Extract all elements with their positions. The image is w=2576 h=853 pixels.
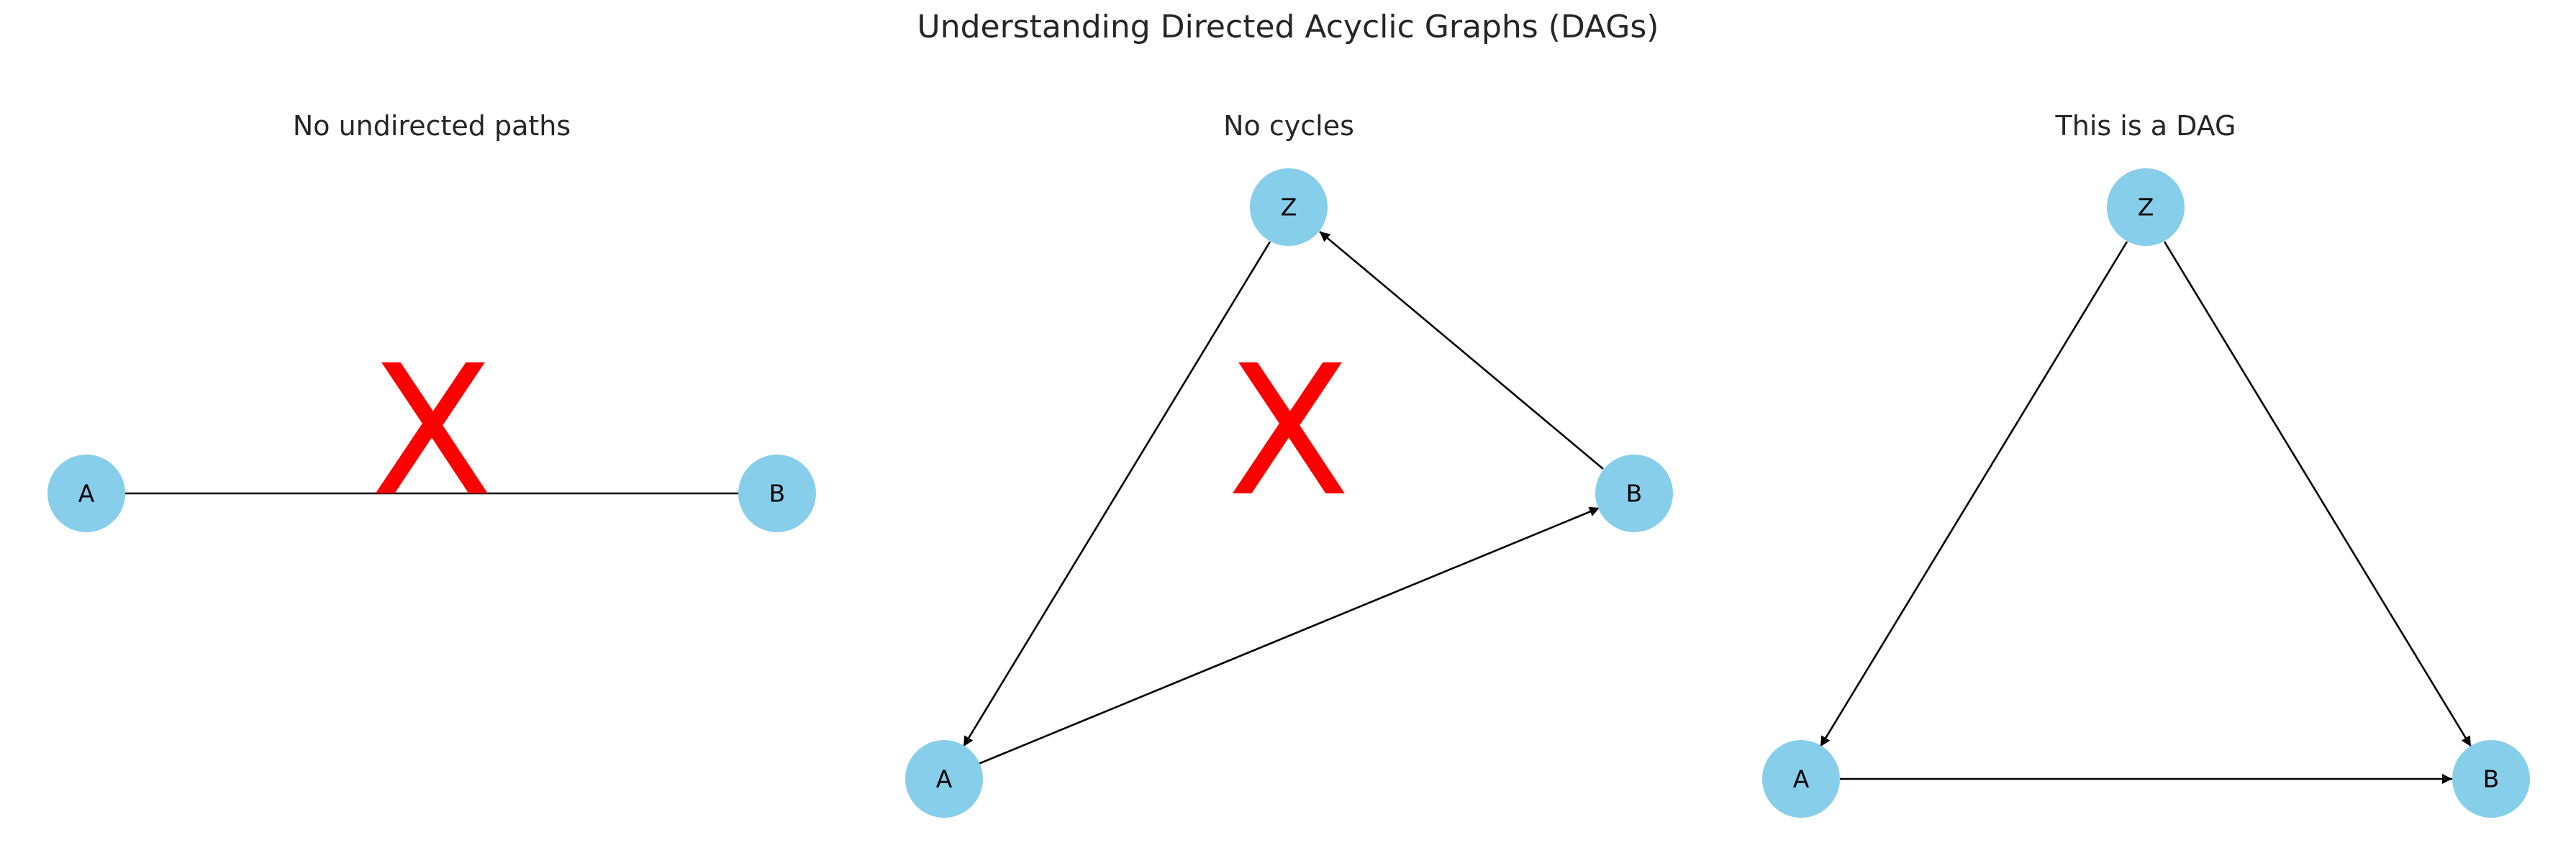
node-a: A <box>905 740 983 818</box>
node-label: B <box>2483 765 2500 793</box>
node-z: Z <box>2107 168 2185 246</box>
edge-b-to-z <box>1319 231 1604 470</box>
cross-mark-cycle: X <box>1227 327 1350 536</box>
node-label: Z <box>1281 193 1297 222</box>
figure-title: Understanding Directed Acyclic Graphs (D… <box>917 9 1659 45</box>
node-label: A <box>1793 765 1810 793</box>
node-a: A <box>1762 740 1840 818</box>
panel-title-dag: This is a DAG <box>2055 110 2236 142</box>
edge-a-to-b <box>978 506 1600 765</box>
panel-undirected: No undirected paths X A B <box>47 110 816 536</box>
edge-z-to-a <box>1819 241 2128 747</box>
node-a: A <box>47 455 125 532</box>
cross-mark-undirected: X <box>370 327 493 536</box>
node-b: B <box>1595 455 1673 532</box>
node-label: B <box>769 480 786 508</box>
node-b: B <box>738 455 816 532</box>
panel-title-cycle: No cycles <box>1223 110 1354 142</box>
panel-title-undirected: No undirected paths <box>293 110 571 142</box>
node-z: Z <box>1250 168 1328 246</box>
panel-cycle: No cycles X Z B A <box>905 110 1673 818</box>
node-label: A <box>78 480 95 508</box>
panel-dag: This is a DAG Z A B <box>1762 110 2530 818</box>
edge-z-to-a <box>962 241 1271 747</box>
node-label: Z <box>2138 193 2154 222</box>
edge-z-to-b <box>2163 241 2472 747</box>
node-label: A <box>936 765 953 793</box>
node-label: B <box>1626 480 1643 508</box>
node-b: B <box>2452 740 2530 818</box>
